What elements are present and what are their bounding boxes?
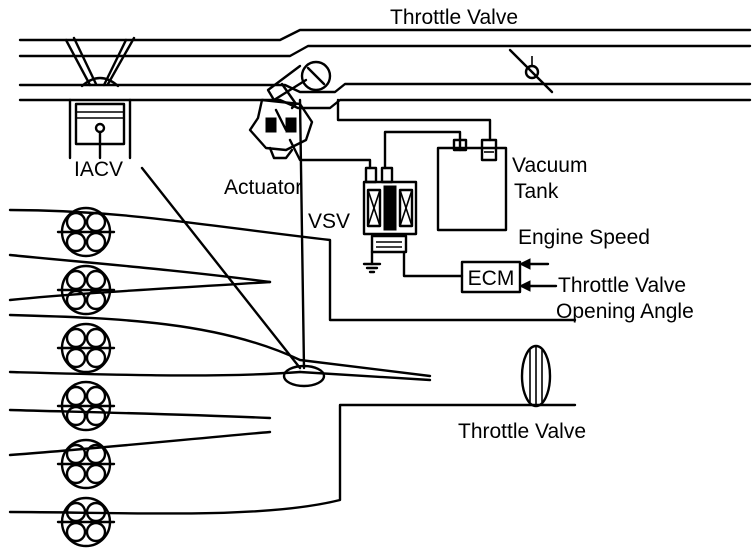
label-throttle-valve-top: Throttle Valve	[390, 6, 518, 29]
vacuum-line	[336, 98, 492, 142]
label-throttle-valve-bottom: Throttle Valve	[458, 420, 586, 443]
label-actuator: Actuator	[224, 176, 302, 199]
vacuum-line-tank-inlet	[383, 130, 462, 170]
label-vacuum: Vacuum	[512, 154, 587, 177]
ecm-box: ECM	[460, 258, 558, 294]
valve-circle	[85, 211, 107, 233]
iacv-manifold	[140, 98, 326, 388]
cylinder-3	[56, 322, 116, 374]
valve-circle	[65, 501, 87, 523]
valve-circle	[65, 269, 87, 291]
valve-circle	[65, 385, 87, 407]
label-tank: Tank	[514, 180, 559, 203]
cylinder-group	[56, 206, 116, 548]
label-throttle-valve-right: Throttle Valve	[558, 274, 686, 297]
actuator	[248, 98, 372, 170]
intake-tube-side-view	[18, 28, 752, 110]
valve-circle	[85, 289, 107, 311]
vsv	[362, 166, 464, 278]
valve-circle	[65, 443, 87, 465]
valve-circle	[85, 385, 107, 407]
label-engine-speed: Engine Speed	[518, 226, 650, 249]
valve-circle	[65, 347, 87, 369]
valve-circle	[65, 289, 87, 311]
valve-circle	[85, 347, 107, 369]
label-opening-angle: Opening Angle	[556, 300, 694, 323]
label-vsv: VSV	[308, 210, 350, 233]
valve-circle	[85, 405, 107, 427]
vacuum-tank	[436, 138, 508, 232]
valve-circle	[65, 463, 87, 485]
valve-circle	[85, 521, 107, 543]
cylinder-6	[56, 496, 116, 548]
engine-cylinder-side	[64, 36, 136, 160]
cylinder-5	[56, 438, 116, 490]
valve-circle	[85, 501, 107, 523]
valve-circle	[85, 269, 107, 291]
cylinder-4	[56, 380, 116, 432]
valve-circle	[85, 443, 107, 465]
valve-circle	[65, 405, 87, 427]
cylinder-2	[56, 264, 116, 316]
throttle-valve-top-symbol	[508, 48, 554, 94]
valve-circle	[85, 327, 107, 349]
valve-circle	[65, 211, 87, 233]
cylinder-1	[56, 206, 116, 258]
valve-circle	[65, 521, 87, 543]
intake-manifold-top-view	[8, 208, 577, 515]
valve-circle	[65, 327, 87, 349]
valve-circle	[85, 463, 107, 485]
label-iacv: IACV	[74, 158, 123, 181]
ecm-label: ECM	[468, 267, 515, 290]
valve-circle	[65, 231, 87, 253]
valve-circle	[85, 231, 107, 253]
throttle-valve-bottom-symbol	[520, 344, 552, 408]
